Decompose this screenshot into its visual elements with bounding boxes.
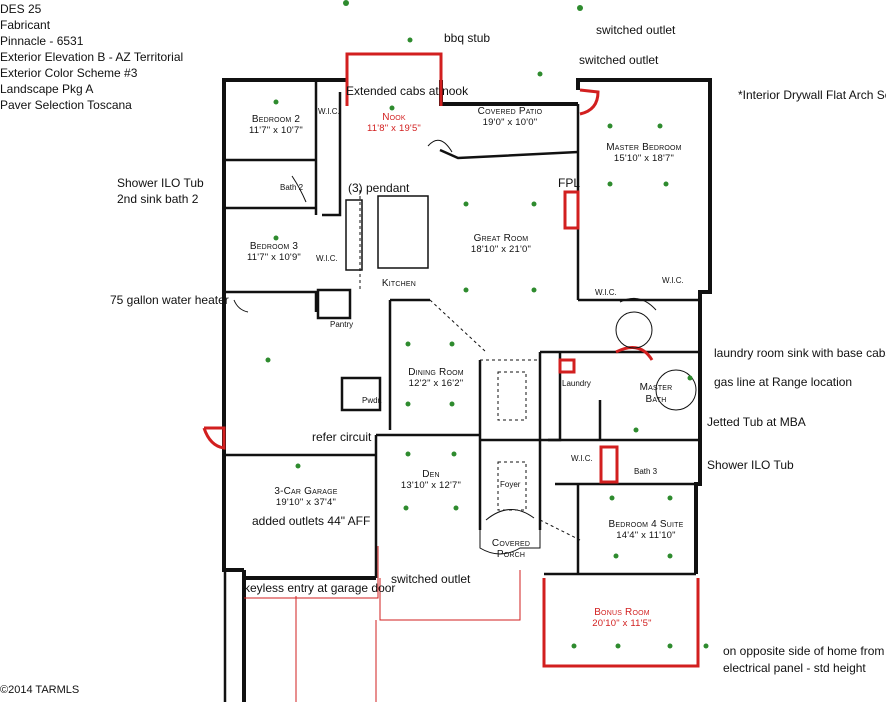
- kitchen-island: [345, 195, 429, 271]
- room-laundry: Laundry: [562, 379, 591, 388]
- header-line: Exterior Elevation B - AZ Territorial: [0, 50, 184, 64]
- room-wic-bath-3: W.I.C.: [571, 454, 593, 463]
- note-jetted-tub: Jetted Tub at MBA: [707, 415, 806, 429]
- header-line: Exterior Color Scheme #3: [0, 66, 138, 80]
- copyright-text: ©2014 TARMLS: [0, 684, 80, 696]
- room-kitchen: Kitchen: [374, 278, 424, 289]
- note-keyless-entry: keyless entry at garage door: [244, 581, 396, 595]
- note-second-sink: 2nd sink bath 2: [117, 192, 199, 206]
- red-highlights: [202, 52, 700, 668]
- note-refer-circuit: refer circuit: [312, 430, 372, 444]
- header-line: Pinnacle - 6531: [0, 34, 84, 48]
- interior-walls: [223, 80, 700, 702]
- bonus-room-outline: [542, 578, 700, 668]
- room-wic-bedroom-2: W.I.C.: [318, 107, 340, 116]
- note-added-outlets: added outlets 44" AFF: [252, 514, 371, 528]
- room-bedroom-4-suite: Bedroom 4 Suite 14'4" x 11'10": [598, 519, 694, 541]
- note-fireplace: FPL: [558, 176, 581, 190]
- laundry-sink-outline: [558, 358, 576, 374]
- nook-extension-outline: [345, 52, 443, 106]
- room-nook: Nook 11'8" x 19'5": [352, 112, 436, 134]
- room-master-bedroom: Master Bedroom 15'10" x 18'7": [594, 142, 694, 164]
- room-den: Den 13'10" x 12'7": [392, 469, 470, 491]
- room-bedroom-3: Bedroom 3 11'7" x 10'9": [234, 241, 314, 263]
- note-bbq-stub: bbq stub: [444, 31, 491, 45]
- note-opposite-side: on opposite side of home from: [723, 644, 885, 658]
- room-name: Covered Porch: [491, 538, 531, 560]
- room-bonus-room: Bonus Room 20'10" x 11'5": [580, 607, 664, 629]
- note-shower-ilo-tub: Shower ILO Tub: [117, 176, 204, 190]
- room-size: 19'10" x 37'4": [275, 497, 337, 508]
- room-great-room: Great Room 18'10" x 21'0": [456, 233, 546, 255]
- room-size: 14'4" x 11'10": [616, 530, 676, 541]
- room-garage: 3-Car Garage 19'10" x 37'4": [260, 486, 352, 508]
- header-line: Paver Selection Toscana: [0, 98, 132, 112]
- room-name: Master Bath: [639, 382, 673, 405]
- room-name: Dining Room: [408, 367, 464, 378]
- garage-side-door: [202, 426, 226, 450]
- doors: [233, 139, 697, 555]
- room-name: Bedroom 4 Suite: [608, 519, 684, 530]
- fireplace-outline: [563, 190, 580, 230]
- patio-door-swing: [579, 88, 600, 116]
- room-bath-2: Bath 2: [280, 183, 304, 192]
- room-size: 13'10" x 12'7": [400, 480, 462, 491]
- master-door-swing: [615, 346, 654, 361]
- note-gas-line: gas line at Range location: [714, 375, 853, 389]
- note-pendant: (3) pendant: [348, 181, 410, 195]
- header-line: Landscape Pkg A: [0, 82, 94, 96]
- room-wic-bedroom-3: W.I.C.: [316, 254, 338, 263]
- header-line: DES 25: [0, 2, 42, 16]
- note-drywall-arch: *Interior Drywall Flat Arch Sof: [738, 88, 886, 102]
- note-shower-ilo-tub: Shower ILO Tub: [707, 458, 794, 472]
- room-size: 19'0" x 10'0": [482, 117, 538, 128]
- note-switched-outlet: switched outlet: [579, 53, 659, 67]
- room-bedroom-2: Bedroom 2 11'7" x 10'7": [236, 114, 316, 136]
- room-name: Master Bedroom: [606, 142, 682, 153]
- room-name: Bedroom 2: [251, 114, 301, 125]
- note-electrical-panel: electrical panel - std height: [723, 661, 866, 675]
- room-covered-patio: Covered Patio 19'0" x 10'0": [462, 106, 558, 128]
- note-water-heater: 75 gallon water heater: [110, 293, 229, 307]
- note-switched-outlet: switched outlet: [391, 572, 471, 586]
- room-name: Bonus Room: [594, 607, 650, 618]
- room-name: 3-Car Garage: [274, 486, 338, 497]
- room-name: Nook: [382, 112, 406, 123]
- note-extended-cabs: Extended cabs at nook: [346, 84, 469, 98]
- note-laundry-sink: laundry room sink with base cabs: [714, 346, 886, 360]
- room-size: 15'10" x 18'7": [613, 153, 675, 164]
- room-name: Kitchen: [381, 278, 417, 289]
- room-name: Bedroom 3: [249, 241, 299, 252]
- room-size: 18'10" x 21'0": [470, 244, 532, 255]
- room-size: 12'2" x 16'2": [408, 378, 464, 389]
- room-foyer: Foyer: [500, 480, 521, 489]
- room-wic-master: W.I.C.: [595, 288, 617, 297]
- room-covered-porch: Covered Porch: [484, 538, 538, 560]
- outlet-markers: [265, 0, 709, 649]
- room-pantry: Pantry: [330, 320, 354, 329]
- room-wic-master: W.I.C.: [662, 276, 684, 285]
- room-master-bath: Master Bath: [628, 382, 684, 406]
- room-size: 11'7" x 10'7": [249, 125, 303, 136]
- room-size: 11'7" x 10'9": [247, 252, 301, 263]
- electrical-leaders: [244, 546, 521, 702]
- room-name: Great Room: [473, 233, 529, 244]
- note-switched-outlet: switched outlet: [596, 23, 676, 37]
- room-dining-room: Dining Room 12'2" x 16'2": [398, 367, 474, 389]
- room-powder: Pwdr.: [362, 396, 383, 405]
- header-line: Fabricant: [0, 18, 51, 32]
- bath3-fixture-outline: [599, 445, 619, 484]
- room-size: 11'8" x 19'5": [367, 123, 421, 134]
- room-name: Den: [422, 469, 440, 480]
- room-bath-3: Bath 3: [634, 467, 658, 476]
- hallway-dashes: [359, 190, 581, 541]
- room-size: 20'10" x 11'5": [592, 618, 652, 629]
- room-name: Covered Patio: [477, 106, 543, 117]
